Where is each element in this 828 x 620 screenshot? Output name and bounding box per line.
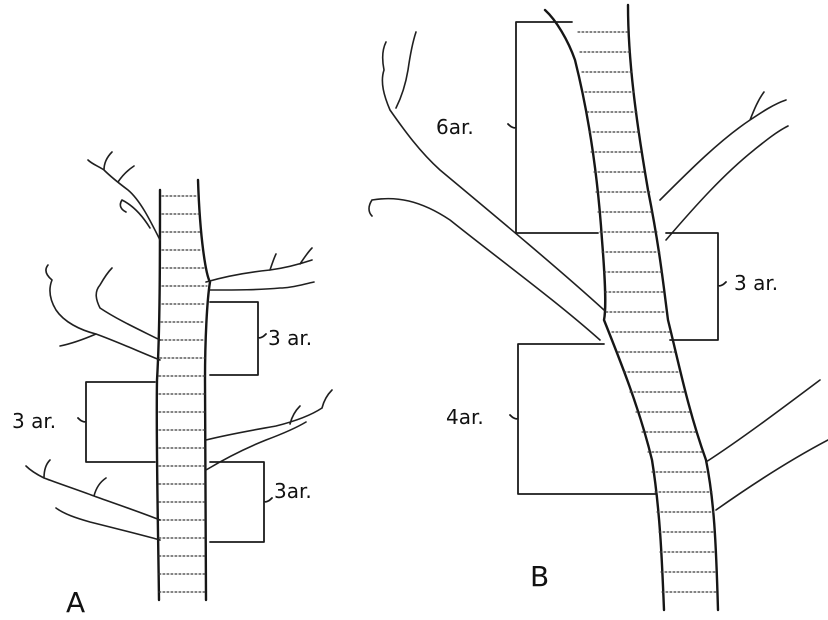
panel-a-bracket-left: [78, 382, 155, 462]
panel-b-right-upper-branch: [660, 92, 788, 240]
panel-a-drawing: 3 ar. 3 ar. 3ar. A: [12, 152, 332, 619]
panel-b-stem-rungs: [578, 32, 718, 592]
panel-b-drawing: 6ar. 3 ar. 4ar. B: [369, 5, 828, 610]
panel-a-left-lower-branch: [26, 460, 160, 540]
panel-b-letter: B: [530, 560, 549, 593]
panel-a-main-stem-right-outline: [198, 180, 210, 600]
panel-b-diagonal-left-branch: [369, 32, 604, 340]
panel-b-main-stem-right-outline: [628, 5, 718, 610]
panel-a-bracket-lower-right: [210, 462, 272, 542]
panel-a-upper-left-branch: [88, 152, 160, 240]
panel-a-bracket-upper-right: [210, 302, 266, 375]
panel-b-bracket-4ar: [510, 344, 656, 494]
panel-b-label-6ar: 6ar.: [436, 115, 474, 139]
panel-a-upper-right-branch: [206, 248, 314, 290]
panel-b-bracket-6ar: [508, 22, 598, 233]
panel-a-label-lower-right: 3ar.: [274, 479, 312, 503]
panel-b-bracket-3ar: [666, 233, 726, 340]
panel-a-stem-rungs: [159, 196, 207, 592]
panel-b-label-4ar: 4ar.: [446, 405, 484, 429]
panel-a-large-left-branch: [46, 265, 160, 360]
panel-a-right-lower-branch: [206, 390, 332, 470]
panel-a-label-upper-right: 3 ar.: [268, 326, 312, 350]
panel-a-label-left: 3 ar.: [12, 409, 56, 433]
panel-b-right-lower-branch: [706, 380, 828, 510]
panel-b-label-3ar: 3 ar.: [734, 271, 778, 295]
panel-a-letter: A: [66, 586, 85, 619]
